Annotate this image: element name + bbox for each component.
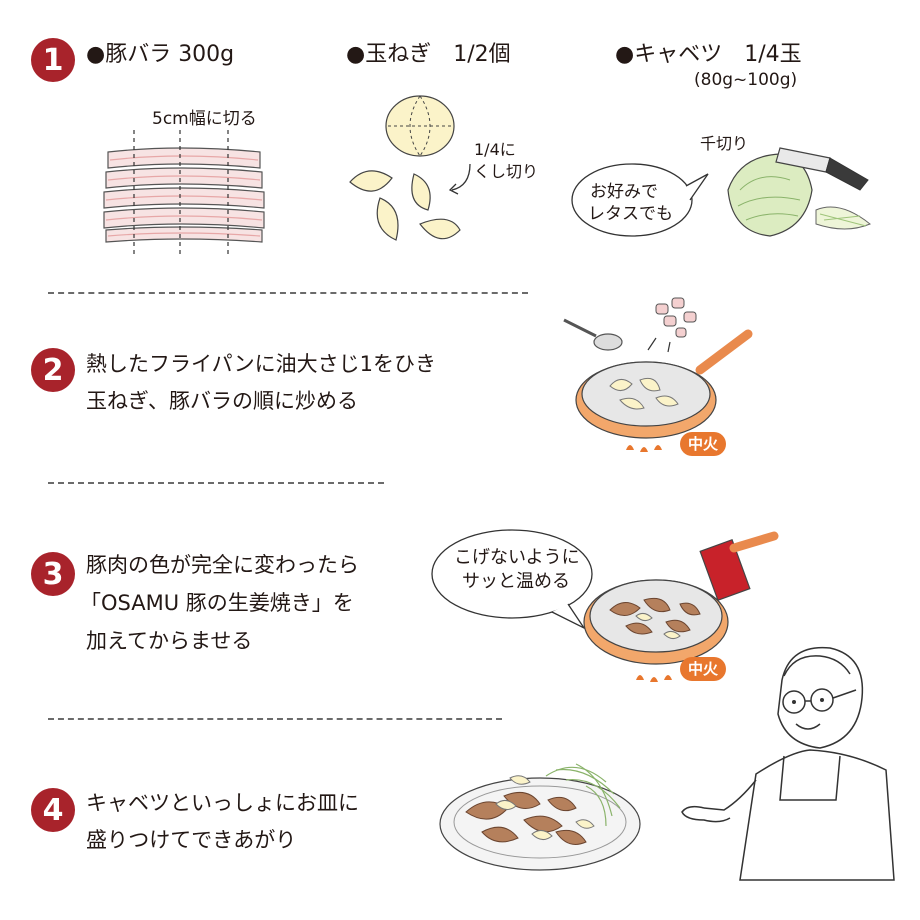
ingredient-onion: ●玉ねぎ 1/2個	[346, 42, 511, 67]
step-3-text-line3: 加えてからませる	[86, 629, 253, 653]
divider-2	[48, 482, 384, 484]
ingredient-cabbage-amount: (80g~100g)	[694, 70, 798, 90]
step-3-text-line2: 「OSAMU 豚の生姜焼き」を	[80, 591, 354, 615]
divider-1	[48, 292, 528, 294]
step-3-bubble-line2: サッと温める	[462, 571, 570, 592]
ingredient-pork-belly: ●豚バラ 300g	[86, 42, 235, 67]
step-2-text-line2: 玉ねぎ、豚バラの順に炒める	[86, 389, 358, 413]
frying-pan-sauce-illustration	[583, 531, 779, 682]
step-4-text-line1: キャベツといっしょにお皿に	[86, 791, 359, 815]
step-3-speech-bubble	[431, 529, 593, 630]
pork-prep-note: 5cm幅に切る	[152, 109, 257, 129]
step-1-number-badge: 1	[31, 38, 75, 82]
step-2-number-badge: 2	[31, 348, 75, 392]
cabbage-bubble-line2: レタスでも	[588, 204, 673, 224]
chef-character-illustration	[681, 646, 895, 881]
heat-badge-step2: 中火	[680, 432, 727, 456]
step-4-text-line2: 盛りつけてできあがり	[86, 828, 297, 852]
cabbage-speech-bubble	[571, 163, 709, 237]
cabbage-prep-note: 千切り	[700, 134, 749, 153]
divider-3	[48, 718, 502, 720]
frying-pan-onion-illustration	[563, 297, 753, 452]
step-3-text-line1: 豚肉の色が完全に変わったら	[86, 553, 359, 577]
step-2-text-line1: 熱したフライパンに油大さじ1をひき	[86, 352, 436, 376]
onion-prep-note-line2: くし切り	[474, 162, 539, 181]
step-3-bubble-line1: こげないように	[454, 547, 580, 568]
finished-dish-illustration	[439, 763, 641, 871]
cabbage-illustration	[727, 147, 871, 237]
pork-belly-illustration	[103, 130, 265, 258]
ingredient-cabbage: ●キャベツ 1/4玉	[615, 42, 802, 67]
onion-arrow	[448, 163, 471, 195]
heat-badge-step3: 中火	[680, 657, 727, 681]
cabbage-bubble-line1: お好みで	[590, 182, 658, 202]
step-4-number-badge: 4	[31, 788, 75, 832]
onion-illustration	[349, 95, 461, 241]
step-3-number-badge: 3	[31, 552, 75, 596]
onion-prep-note-line1: 1/4に	[474, 140, 516, 159]
